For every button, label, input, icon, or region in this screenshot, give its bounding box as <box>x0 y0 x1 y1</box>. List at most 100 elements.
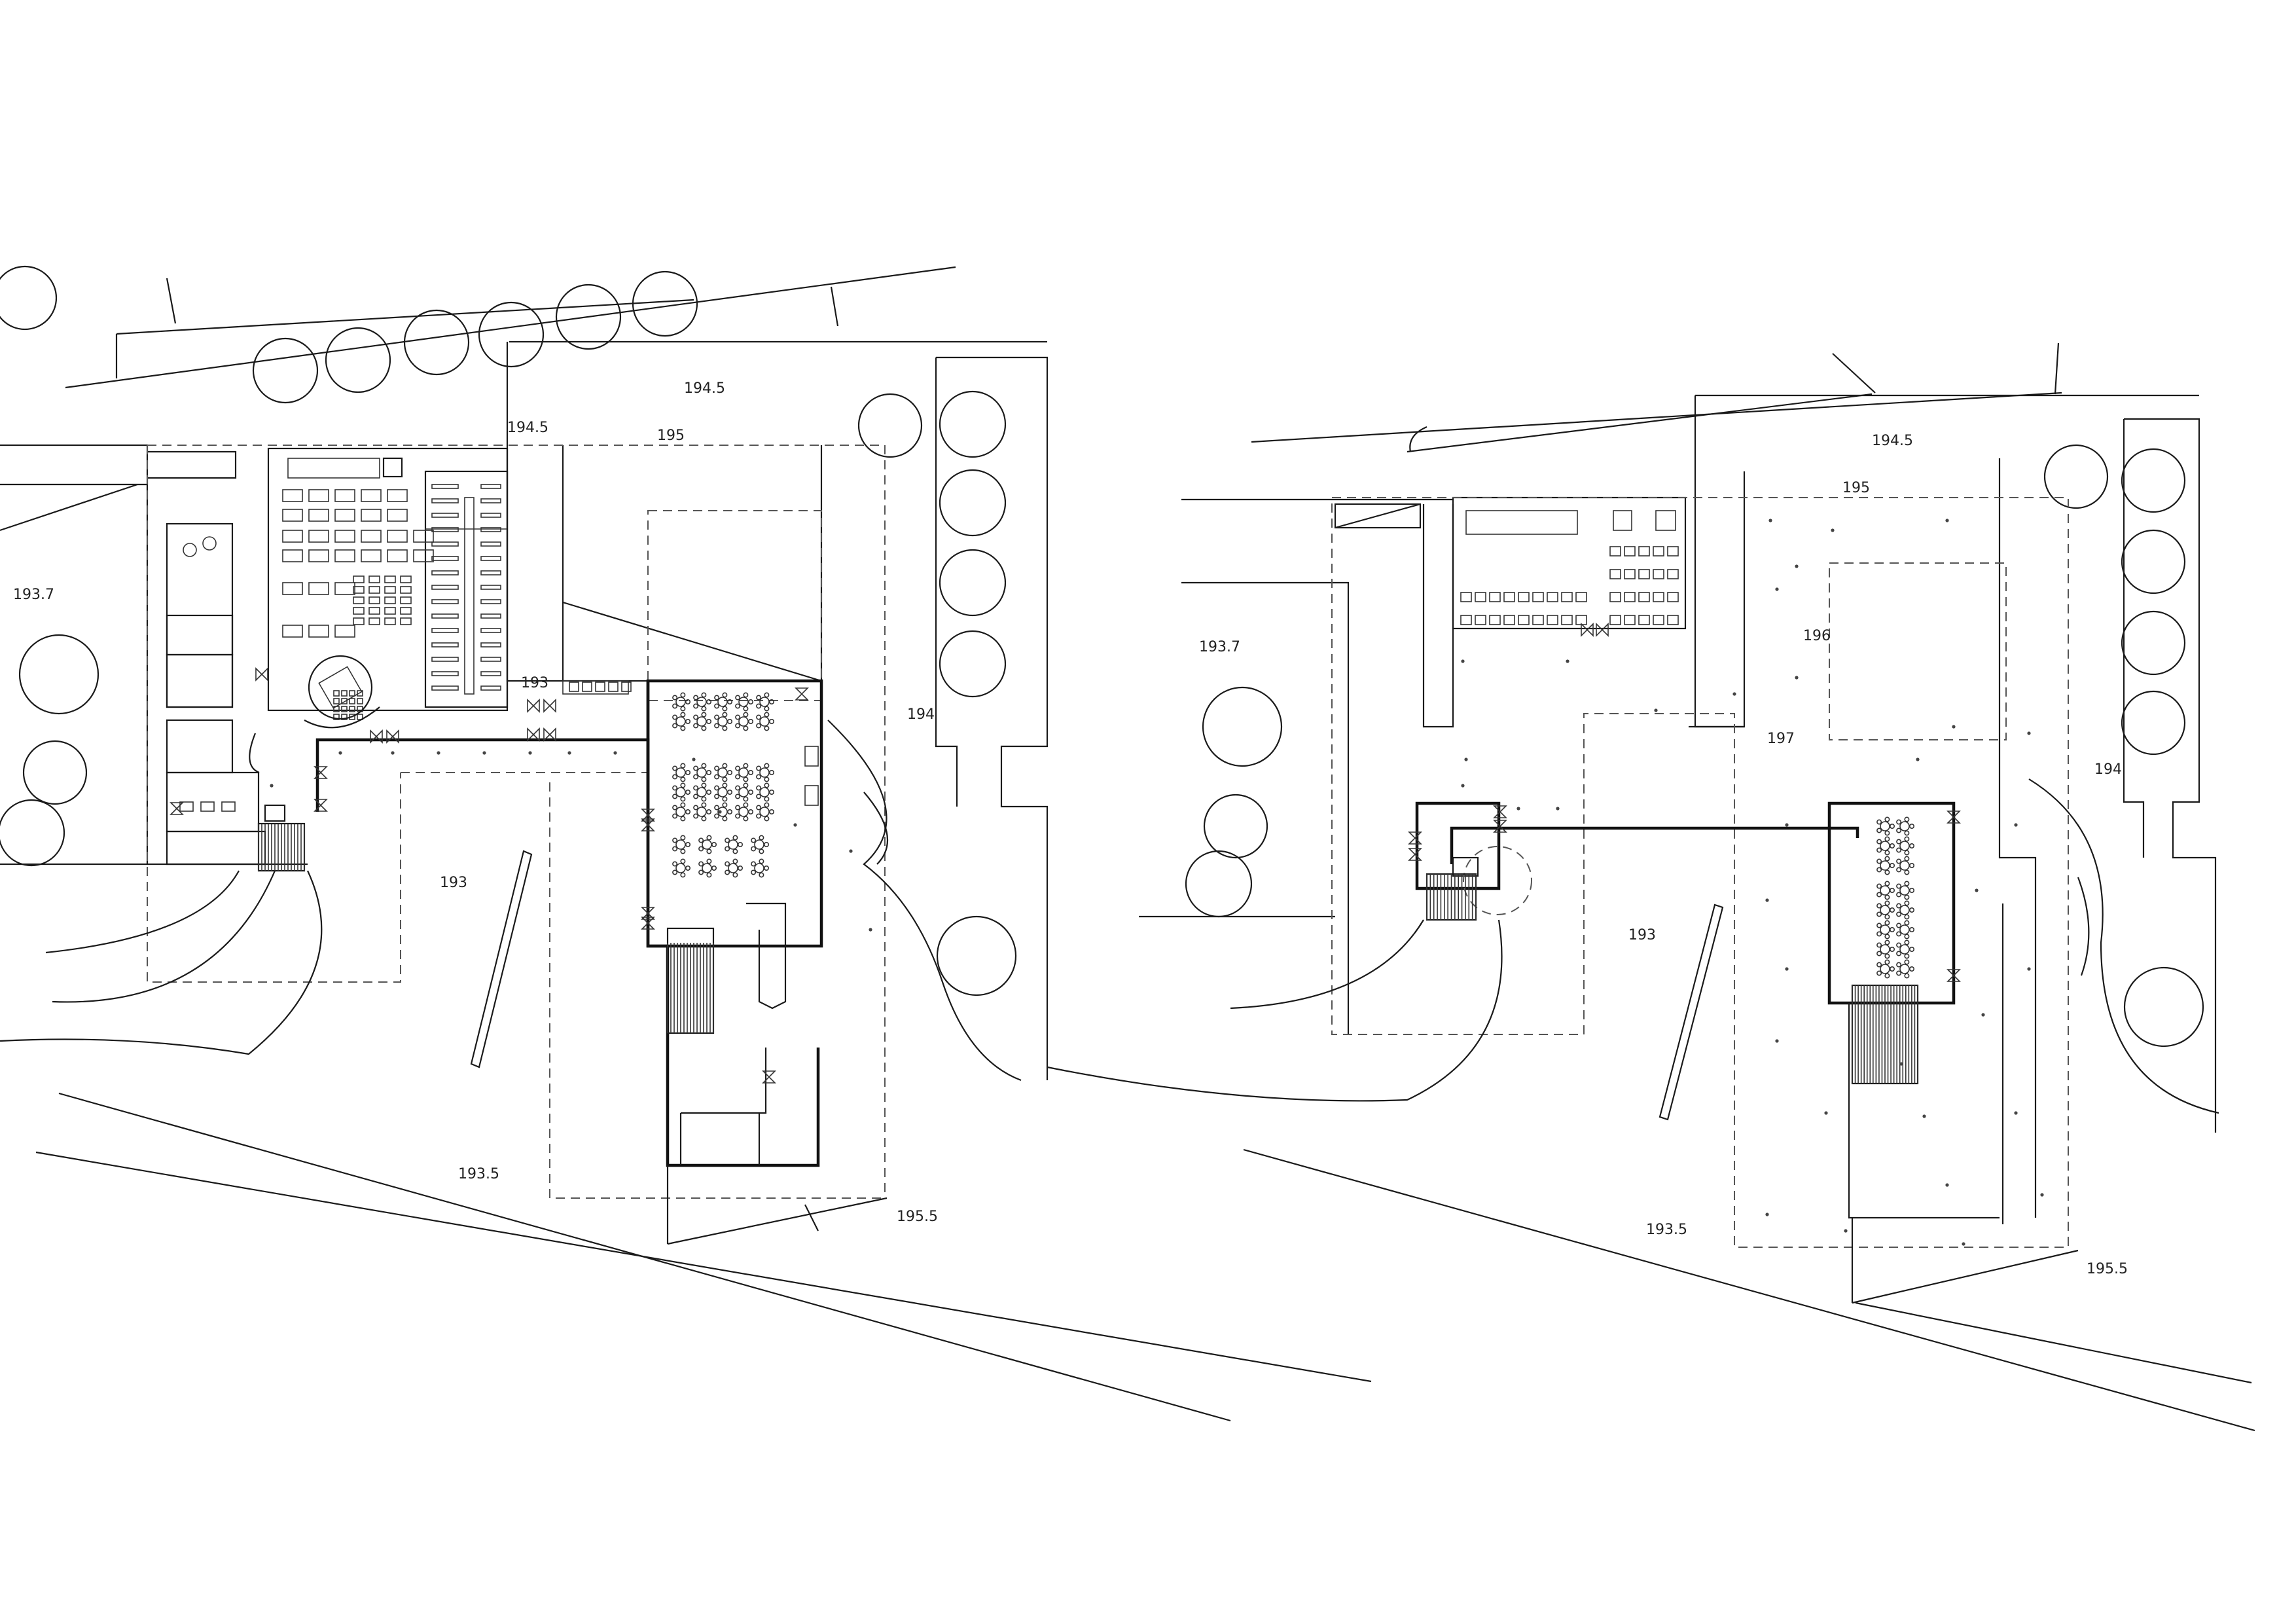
cafe-table <box>754 839 764 850</box>
desk <box>1547 615 1558 625</box>
desk <box>334 549 355 562</box>
chair <box>1884 894 1890 900</box>
elevation-label: 195 <box>1842 480 1870 496</box>
chair <box>693 695 699 701</box>
desk <box>308 489 329 502</box>
shelf <box>480 628 501 633</box>
desk <box>282 530 303 543</box>
cafe-table <box>1899 885 1910 896</box>
chair <box>764 802 770 808</box>
chair <box>1884 869 1890 875</box>
chair <box>722 802 728 808</box>
desk <box>387 489 408 502</box>
chair <box>706 770 712 776</box>
chair <box>756 703 762 709</box>
tree-icon <box>18 634 99 715</box>
desk <box>368 575 380 583</box>
chair <box>769 699 775 705</box>
chair <box>693 793 699 799</box>
column-dot <box>528 751 532 755</box>
desk <box>1575 592 1587 602</box>
desk <box>341 698 348 704</box>
chair <box>743 776 749 782</box>
chair <box>756 805 762 811</box>
elevation-label: 193.7 <box>13 587 54 603</box>
chair <box>751 869 757 875</box>
bench <box>608 682 619 692</box>
chair <box>722 782 728 788</box>
column-dot <box>1775 587 1779 591</box>
chair <box>1896 858 1902 864</box>
shelf <box>431 556 459 561</box>
chair <box>722 776 728 782</box>
chair <box>748 790 754 795</box>
elevation-label: 194.5 <box>507 420 548 436</box>
cafe-table <box>717 716 728 727</box>
chair <box>727 719 733 725</box>
toilet <box>804 746 819 767</box>
shelf <box>480 498 501 503</box>
chair <box>735 714 741 720</box>
cafe-table <box>675 863 686 873</box>
column-dot <box>1795 676 1799 680</box>
chair <box>1876 922 1882 928</box>
desk <box>387 509 408 522</box>
column-dot <box>2027 967 2031 971</box>
door-icon <box>1596 623 1609 637</box>
desk <box>1460 592 1472 602</box>
shelf <box>431 613 459 619</box>
elevation-label: 193.5 <box>458 1166 499 1182</box>
shelf <box>431 513 459 518</box>
chair <box>1904 856 1910 862</box>
chair <box>751 837 757 843</box>
elevation-label: 195.5 <box>2087 1261 2128 1277</box>
chair <box>714 785 720 791</box>
right-elevation-labels: 194.5 195 193.7 196 197 194 193 193.5 19… <box>1199 433 2128 1277</box>
shelf <box>480 484 501 489</box>
chair <box>680 782 686 788</box>
desk <box>413 530 434 543</box>
cafe-table <box>728 863 738 873</box>
chair <box>1876 942 1882 948</box>
desk <box>368 586 380 594</box>
chair <box>701 776 707 782</box>
column-dot <box>567 751 571 755</box>
chair <box>1904 973 1910 979</box>
left-tree-column-east <box>857 356 1049 1080</box>
desk <box>1609 569 1621 579</box>
desk <box>308 530 329 543</box>
chair <box>701 692 707 698</box>
desk <box>308 625 329 638</box>
chair <box>706 790 712 795</box>
shelf <box>480 642 501 647</box>
desk <box>1503 615 1515 625</box>
chair <box>769 770 775 776</box>
column-dot <box>2027 731 2031 735</box>
chair <box>1896 839 1902 845</box>
chair <box>706 719 712 725</box>
column-dot <box>1844 1229 1848 1233</box>
column-dot <box>2040 1193 2044 1197</box>
cafe-table <box>754 863 764 873</box>
chair <box>685 866 691 871</box>
chair <box>685 699 691 705</box>
chair <box>200 801 215 812</box>
column-dot <box>718 810 722 814</box>
desk <box>413 549 434 562</box>
cafe-table <box>675 807 686 817</box>
chair <box>743 796 749 802</box>
desk <box>384 607 396 615</box>
toilet <box>804 785 819 806</box>
chair <box>701 802 707 808</box>
chair <box>680 816 686 822</box>
tree-icon <box>2121 610 2186 676</box>
chair <box>1890 843 1895 849</box>
chair <box>764 782 770 788</box>
chair <box>722 706 728 712</box>
elevation-label: 195.5 <box>897 1209 938 1225</box>
column-dot <box>1566 659 1570 663</box>
shelf <box>480 685 501 691</box>
right-roof-outlines <box>1331 497 2069 1248</box>
chair <box>714 723 720 729</box>
column-dot <box>1916 757 1920 761</box>
